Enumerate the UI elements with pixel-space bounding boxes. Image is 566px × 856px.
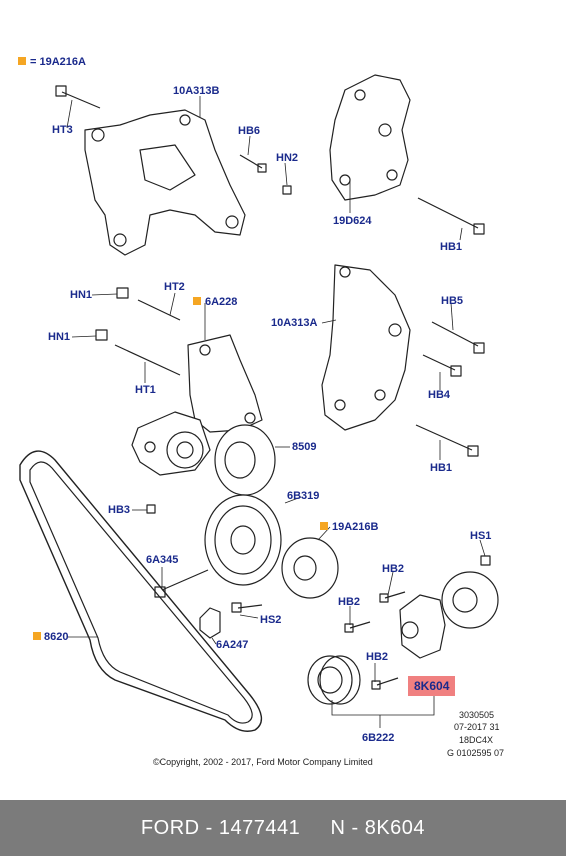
code-line-4: G 0102595 07 xyxy=(447,748,505,758)
code-line-3: 18DC4X xyxy=(459,735,494,745)
label-8620: 8620 xyxy=(44,631,69,643)
pulley-6b222-part xyxy=(307,655,361,705)
marker-ht2 xyxy=(193,297,201,305)
copyright-text: ©Copyright, 2002 - 2017, Ford Motor Comp… xyxy=(153,757,373,767)
label-hb2-b: HB2 xyxy=(338,596,361,608)
label-hb1-top: HB1 xyxy=(440,241,463,253)
marker-19a216b xyxy=(320,522,328,530)
washer-6a247-part xyxy=(199,607,221,639)
code-line-1: 3030505 xyxy=(459,710,495,720)
label-hb5: HB5 xyxy=(441,295,464,307)
bolts xyxy=(55,85,491,690)
pulley-6b319-part xyxy=(204,494,339,599)
bracket-10a313b-part xyxy=(84,109,246,256)
label-ht1: HT1 xyxy=(135,384,156,396)
label-8k604-highlight: 8K604 xyxy=(408,676,456,696)
label-6a345: 6A345 xyxy=(146,554,179,566)
label-19d624: 19D624 xyxy=(333,215,372,227)
footer-part-number: FORD - 1477441 N - 8K604 xyxy=(140,817,426,839)
housing-19d624-part xyxy=(329,74,411,201)
label-ht2: HT2 xyxy=(164,281,185,293)
exploded-view-drawing xyxy=(19,74,499,732)
bracket-6a228-part xyxy=(187,334,263,433)
label-hb1-mid: HB1 xyxy=(430,462,453,474)
label-hb6: HB6 xyxy=(238,125,261,137)
label-6a247: 6A247 xyxy=(216,639,249,651)
label-hb3: HB3 xyxy=(108,504,131,516)
footer-bar: FORD - 1477441 N - 8K604 xyxy=(0,800,566,856)
label-19a216b: 19A216B xyxy=(332,521,379,533)
marker-8620 xyxy=(33,632,41,640)
label-hn1-a: HN1 xyxy=(70,289,93,301)
label-8509: 8509 xyxy=(292,441,317,453)
belt-8620-part xyxy=(19,450,263,732)
label-6b319: 6B319 xyxy=(287,490,320,502)
label-hb2-a: HB2 xyxy=(382,563,405,575)
label-hn2: HN2 xyxy=(276,152,299,164)
label-6b222: 6B222 xyxy=(362,732,395,744)
code-line-2: 07-2017 31 xyxy=(454,722,500,732)
legend-text: = 19A216A xyxy=(30,56,86,68)
idler-8k604-part xyxy=(399,571,499,659)
label-hs2: HS2 xyxy=(260,614,282,626)
label-ht3: HT3 xyxy=(52,124,73,136)
label-hb4: HB4 xyxy=(428,389,451,401)
leader-lines xyxy=(66,96,486,728)
label-hb2-c: HB2 xyxy=(366,651,389,663)
label-6a228: 6A228 xyxy=(205,296,238,308)
tensioner-8509-part xyxy=(131,411,276,496)
label-10a313a: 10A313A xyxy=(271,317,318,329)
label-10a313b: 10A313B xyxy=(173,85,220,97)
label-hn1-b: HN1 xyxy=(48,331,71,343)
label-hs1: HS1 xyxy=(470,530,492,542)
legend-marker xyxy=(18,57,26,65)
parts-diagram: = 19A216A HT3 10A313B HB6 HN2 19D624 HB1… xyxy=(18,56,505,767)
bracket-10a313a-part xyxy=(321,264,411,431)
